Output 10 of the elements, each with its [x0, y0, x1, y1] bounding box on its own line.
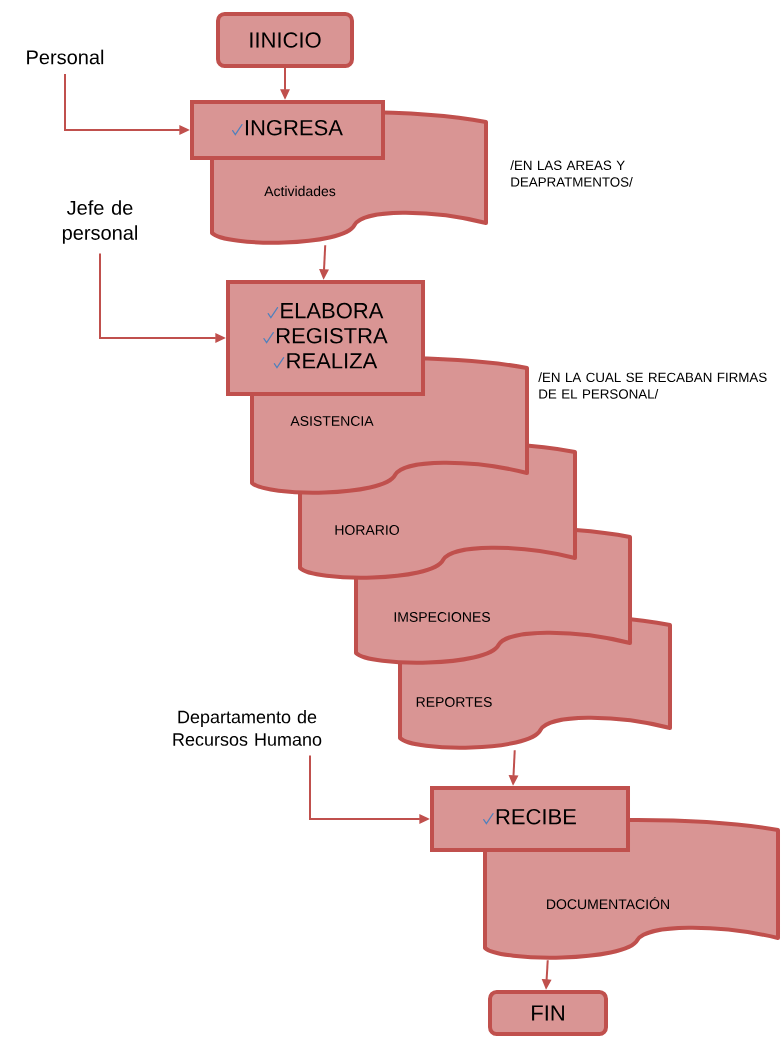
process-box: INGRESA [190, 100, 385, 160]
process-box: RECIBE [430, 786, 630, 852]
terminal-box: IINICIO [216, 12, 354, 68]
process-box: ELABORA REGISTRA REALIZA [226, 280, 425, 396]
actor-label: Departamento de Recursos Humano [173, 710, 322, 746]
actor-label: Personal [27, 49, 104, 65]
note-text: /EN LA CUAL SE RECABAN FIRMAS DE EL PERSONAL/ [538, 372, 767, 399]
note-text: /EN LAS AREAS Y DEAPRATMENTOS/ [510, 160, 633, 187]
terminal-box: FIN [488, 990, 608, 1036]
actor-label: Jefe de personal [62, 200, 137, 244]
